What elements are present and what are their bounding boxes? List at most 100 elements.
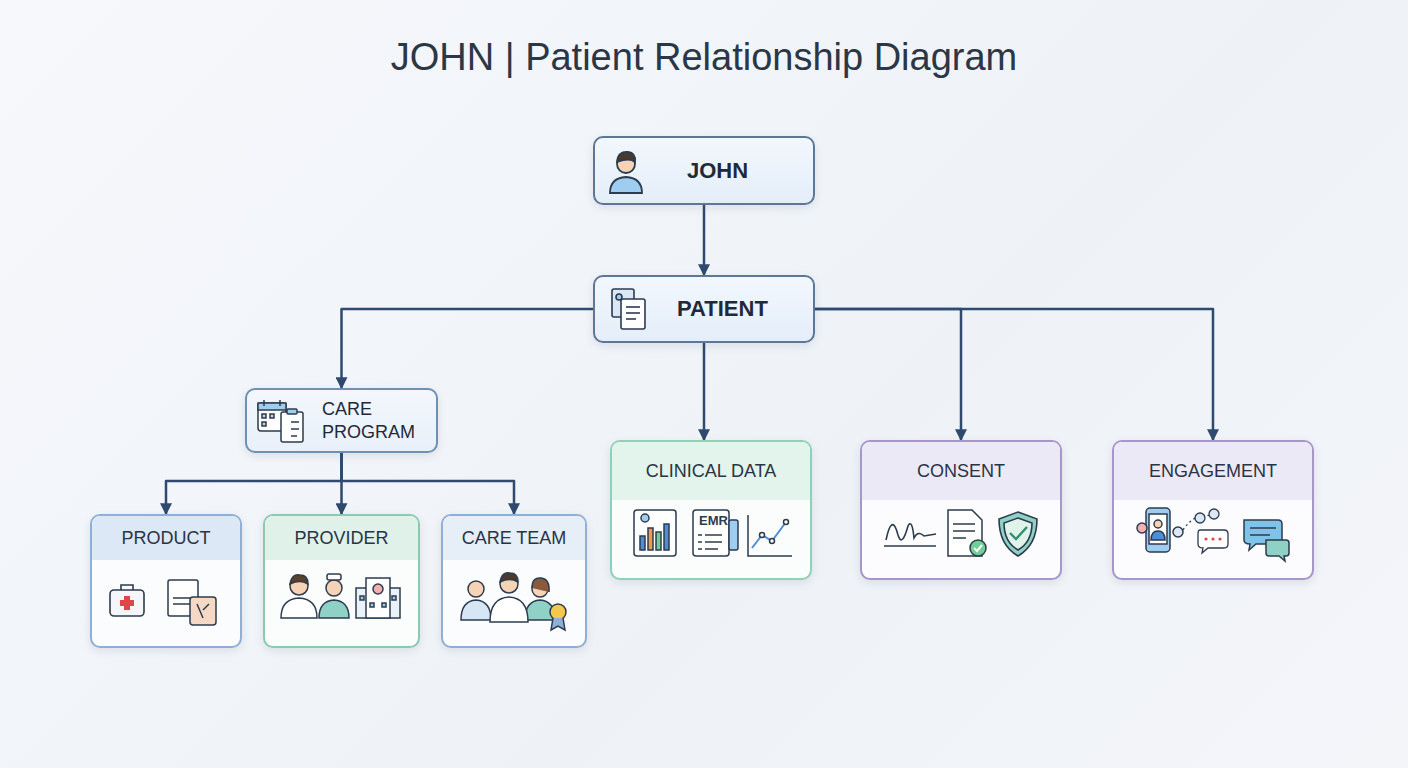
calendar-icon [258,403,286,410]
first-aid-icon [110,585,144,616]
signed-document-icon [948,510,986,556]
chat-bubbles-icon [1244,520,1289,561]
connector-arrow [815,309,1213,440]
network-dots-icon [1218,537,1221,540]
network-dots-icon [1183,509,1228,553]
calendar-icon [287,409,297,414]
document-icon [616,294,622,300]
emr-clipboard-icon [698,548,702,550]
prescription-icon [173,597,192,599]
network-dots-icon [1198,530,1228,553]
calendar-icon [291,428,299,430]
hospital-icon [356,578,400,618]
person-icon [617,152,635,162]
connector-arrow [166,453,342,514]
emr-clipboard-icon [698,541,702,543]
team-icon [551,618,565,630]
signed-document-icon [948,510,982,556]
emr-clipboard-icon [693,510,729,556]
document-icon [621,299,645,329]
hospital-icon [392,596,396,600]
signature-icon [884,524,936,546]
entity-box: PRODUCT [90,514,242,648]
hospital-icon [370,603,374,607]
chat-bubbles-icon [1244,520,1282,550]
signed-document-icon [953,537,966,539]
hospital-icon [373,584,383,594]
entity-box: PATIENT [593,275,815,343]
chart-document-icon [640,536,645,550]
entity-box: ENGAGEMENT [1112,440,1314,580]
node-label: ENGAGEMENT [1114,442,1312,500]
network-dots-icon [1204,537,1207,540]
network-dots-icon [1183,515,1212,530]
doctor-icon [290,575,308,584]
calendar-icon [291,435,297,437]
entity-box: CONSENT [860,440,1062,580]
emr-clipboard-icon [729,520,738,550]
network-dots-icon [1195,513,1205,523]
prescription-icon [190,597,216,625]
document-icon [626,312,640,314]
team-icon [461,573,566,630]
calendar-icon [281,412,303,442]
node-label: CARE TEAM [443,516,585,560]
node-label: PRODUCT [92,516,240,560]
first-aid-icon [110,590,144,616]
connector-arrow [703,205,706,275]
person-icon [617,155,635,173]
calendar-icon [262,414,266,418]
line-chart-icon [752,522,786,548]
calendar-icon [279,400,281,406]
phone-icon [1146,508,1170,552]
phone-icon [1137,523,1147,533]
emr-clipboard-icon [705,548,718,550]
node-label: CONSENT [862,442,1060,500]
calendar-icon [263,400,265,406]
prescription-icon [197,604,209,618]
team-icon [532,578,549,592]
doctor-icon [281,598,317,618]
first-aid-icon [120,600,134,606]
emr-clipboard-icon [705,541,722,543]
chart-document-icon [648,528,653,550]
node-label: PROVIDER [265,516,418,560]
connector-arrow [703,343,706,440]
chat-bubbles-icon [1250,527,1276,529]
network-dots-icon [1209,509,1219,519]
phone-icon [1173,527,1183,537]
hospital-icon [356,588,400,618]
team-icon [500,573,518,582]
line-chart-icon [784,520,789,525]
diagram-title: JOHN | Patient Relationship Diagram [0,36,1408,79]
team-icon [500,575,518,593]
connector-arrow [342,309,594,388]
phone-icon [1154,520,1162,528]
chat-bubbles-icon [1266,540,1289,561]
signed-document-icon [970,540,986,556]
signed-document-icon [953,523,975,525]
chat-bubbles-icon [1250,534,1270,536]
chart-document-icon [641,514,649,522]
line-chart-icon [760,533,765,538]
doctor-icon [319,600,349,618]
node-label: PATIENT [677,295,807,324]
calendar-icon [258,403,286,431]
emr-clipboard-icon [705,534,722,536]
prescription-icon [168,580,216,625]
signature-icon [884,545,936,547]
doctor-icon [281,574,349,618]
shield-icon [1004,518,1032,550]
team-icon [525,600,555,620]
team-icon [550,604,566,620]
calendar-icon [270,414,274,418]
first-aid-icon [124,596,130,610]
connector-arrow [342,453,515,514]
calendar-icon [258,400,303,442]
entity-box: CARE PROGRAM [245,388,438,453]
phone-icon [1137,508,1183,552]
doctor-icon [290,577,308,595]
